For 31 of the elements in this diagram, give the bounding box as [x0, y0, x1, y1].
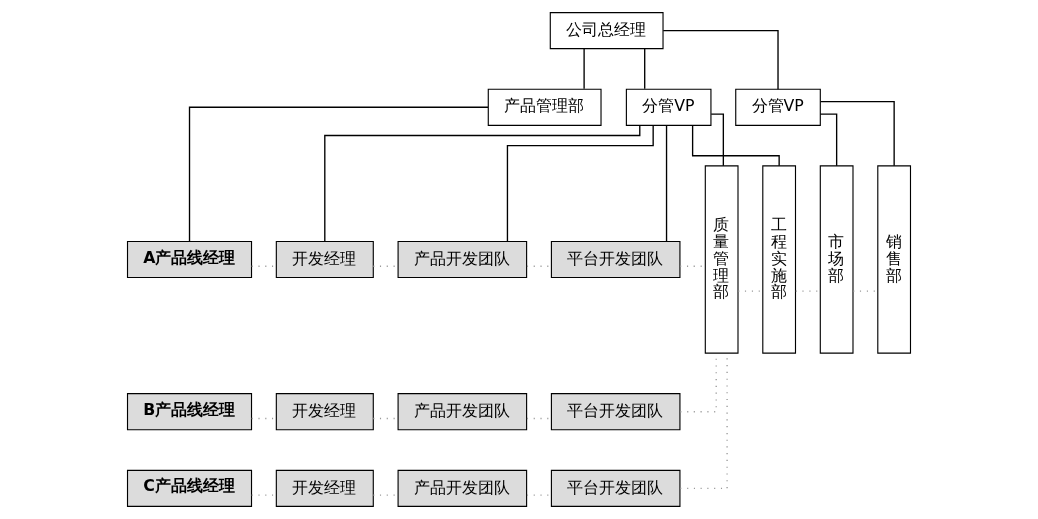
node-box: 分管VP — [735, 88, 821, 126]
connector — [819, 101, 895, 167]
connector — [691, 124, 780, 167]
node-box: 平台开发团队 — [550, 393, 681, 431]
node-box: 开发经理 — [275, 240, 374, 279]
node-box: 平台开发团队 — [550, 240, 681, 279]
node-box: 平台开发团队 — [550, 469, 681, 507]
node-box: 质量管理部 — [704, 165, 739, 354]
node-box: 产品开发团队 — [397, 240, 528, 279]
node-box: 工程实施部 — [762, 165, 797, 354]
connector — [644, 48, 646, 90]
node-box: 市场部 — [819, 165, 854, 354]
node-box: 开发经理 — [275, 393, 374, 431]
node-box: 产品开发团队 — [397, 469, 528, 507]
node-box: 产品开发团队 — [397, 393, 528, 431]
connector — [324, 124, 641, 242]
node-box: 公司总经理 — [549, 12, 664, 50]
connector — [583, 48, 585, 90]
node-box: A产品线经理 — [126, 240, 253, 279]
connector — [819, 113, 838, 167]
node-box: 开发经理 — [275, 469, 374, 507]
node-box: 产品管理部 — [487, 88, 602, 126]
connector — [506, 124, 654, 242]
connector — [665, 124, 668, 242]
node-box: 销售部 — [877, 165, 912, 354]
node-box: C产品线经理 — [126, 469, 253, 507]
node-box: B产品线经理 — [126, 393, 253, 431]
node-box: 分管VP — [625, 88, 712, 126]
connector — [710, 113, 724, 167]
connector — [188, 106, 489, 243]
connector — [662, 29, 779, 90]
